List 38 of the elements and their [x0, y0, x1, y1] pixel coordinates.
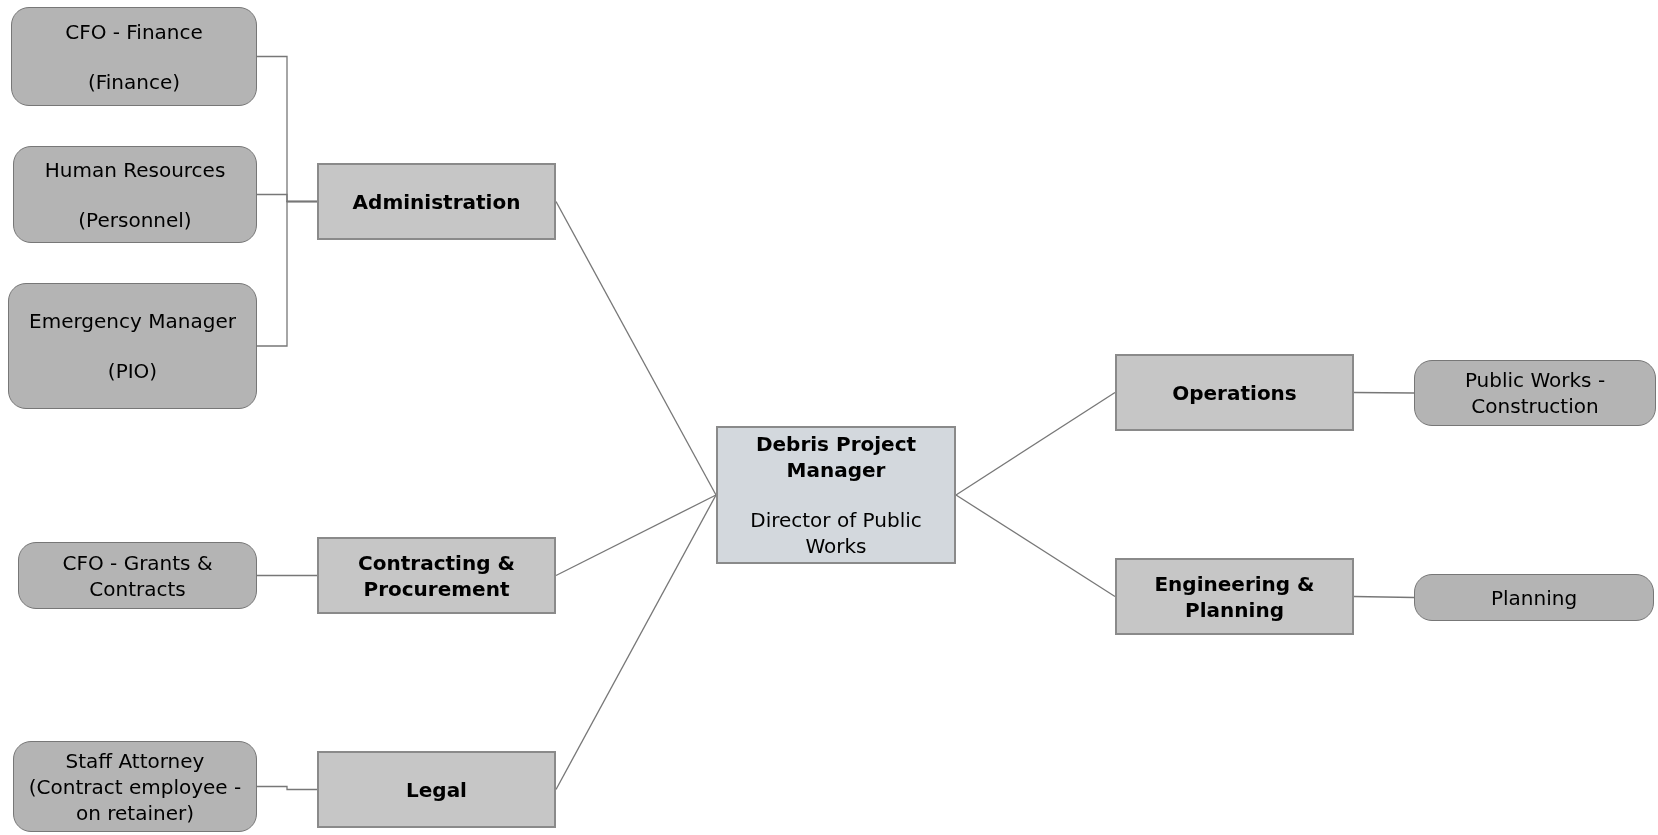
unit-box — [18, 542, 257, 609]
role-box — [317, 751, 556, 828]
box-title: Legal — [406, 776, 467, 803]
unit-box — [8, 283, 257, 409]
box-title: Planning — [1490, 584, 1578, 611]
unit-box — [1414, 574, 1654, 621]
connector-line — [256, 574, 318, 577]
box-title: CFO - Grants & Contracts — [61, 549, 214, 602]
connector-line — [555, 494, 717, 577]
box-title: Human Resources — [44, 156, 226, 183]
box-title: Engineering & Planning — [1153, 570, 1316, 623]
unit-box — [1414, 360, 1656, 426]
connector-line — [955, 391, 1116, 496]
connector-line — [256, 200, 318, 347]
role-box — [1115, 558, 1354, 635]
box-title: Administration — [352, 188, 521, 215]
box-subtitle: Director of Public Works — [749, 507, 923, 559]
connector-line — [256, 785, 318, 791]
role-box — [317, 163, 556, 240]
box-title: CFO - Finance — [65, 18, 203, 45]
box-subtitle: (PIO) — [107, 358, 158, 384]
role-box — [317, 537, 556, 614]
box-title: Emergency Manager — [29, 308, 236, 334]
role-box — [716, 426, 956, 564]
connector-line — [1353, 595, 1415, 599]
connector-line — [955, 494, 1116, 598]
unit-box — [11, 7, 257, 106]
box-title: Contracting & Procurement — [357, 549, 516, 602]
box-title: Debris Project Manager — [754, 431, 918, 483]
unit-box — [13, 146, 257, 243]
unit-box — [13, 741, 257, 832]
role-box — [1115, 354, 1354, 431]
connector-line — [1353, 391, 1415, 394]
box-subtitle: (Personnel) — [78, 206, 192, 233]
box-title: Public Works - Construction — [1463, 367, 1607, 419]
box-title: Operations — [1172, 379, 1297, 406]
box-title: Staff Attorney (Contract employee - on retainer) — [27, 747, 243, 826]
box-subtitle: (Finance) — [87, 68, 181, 95]
